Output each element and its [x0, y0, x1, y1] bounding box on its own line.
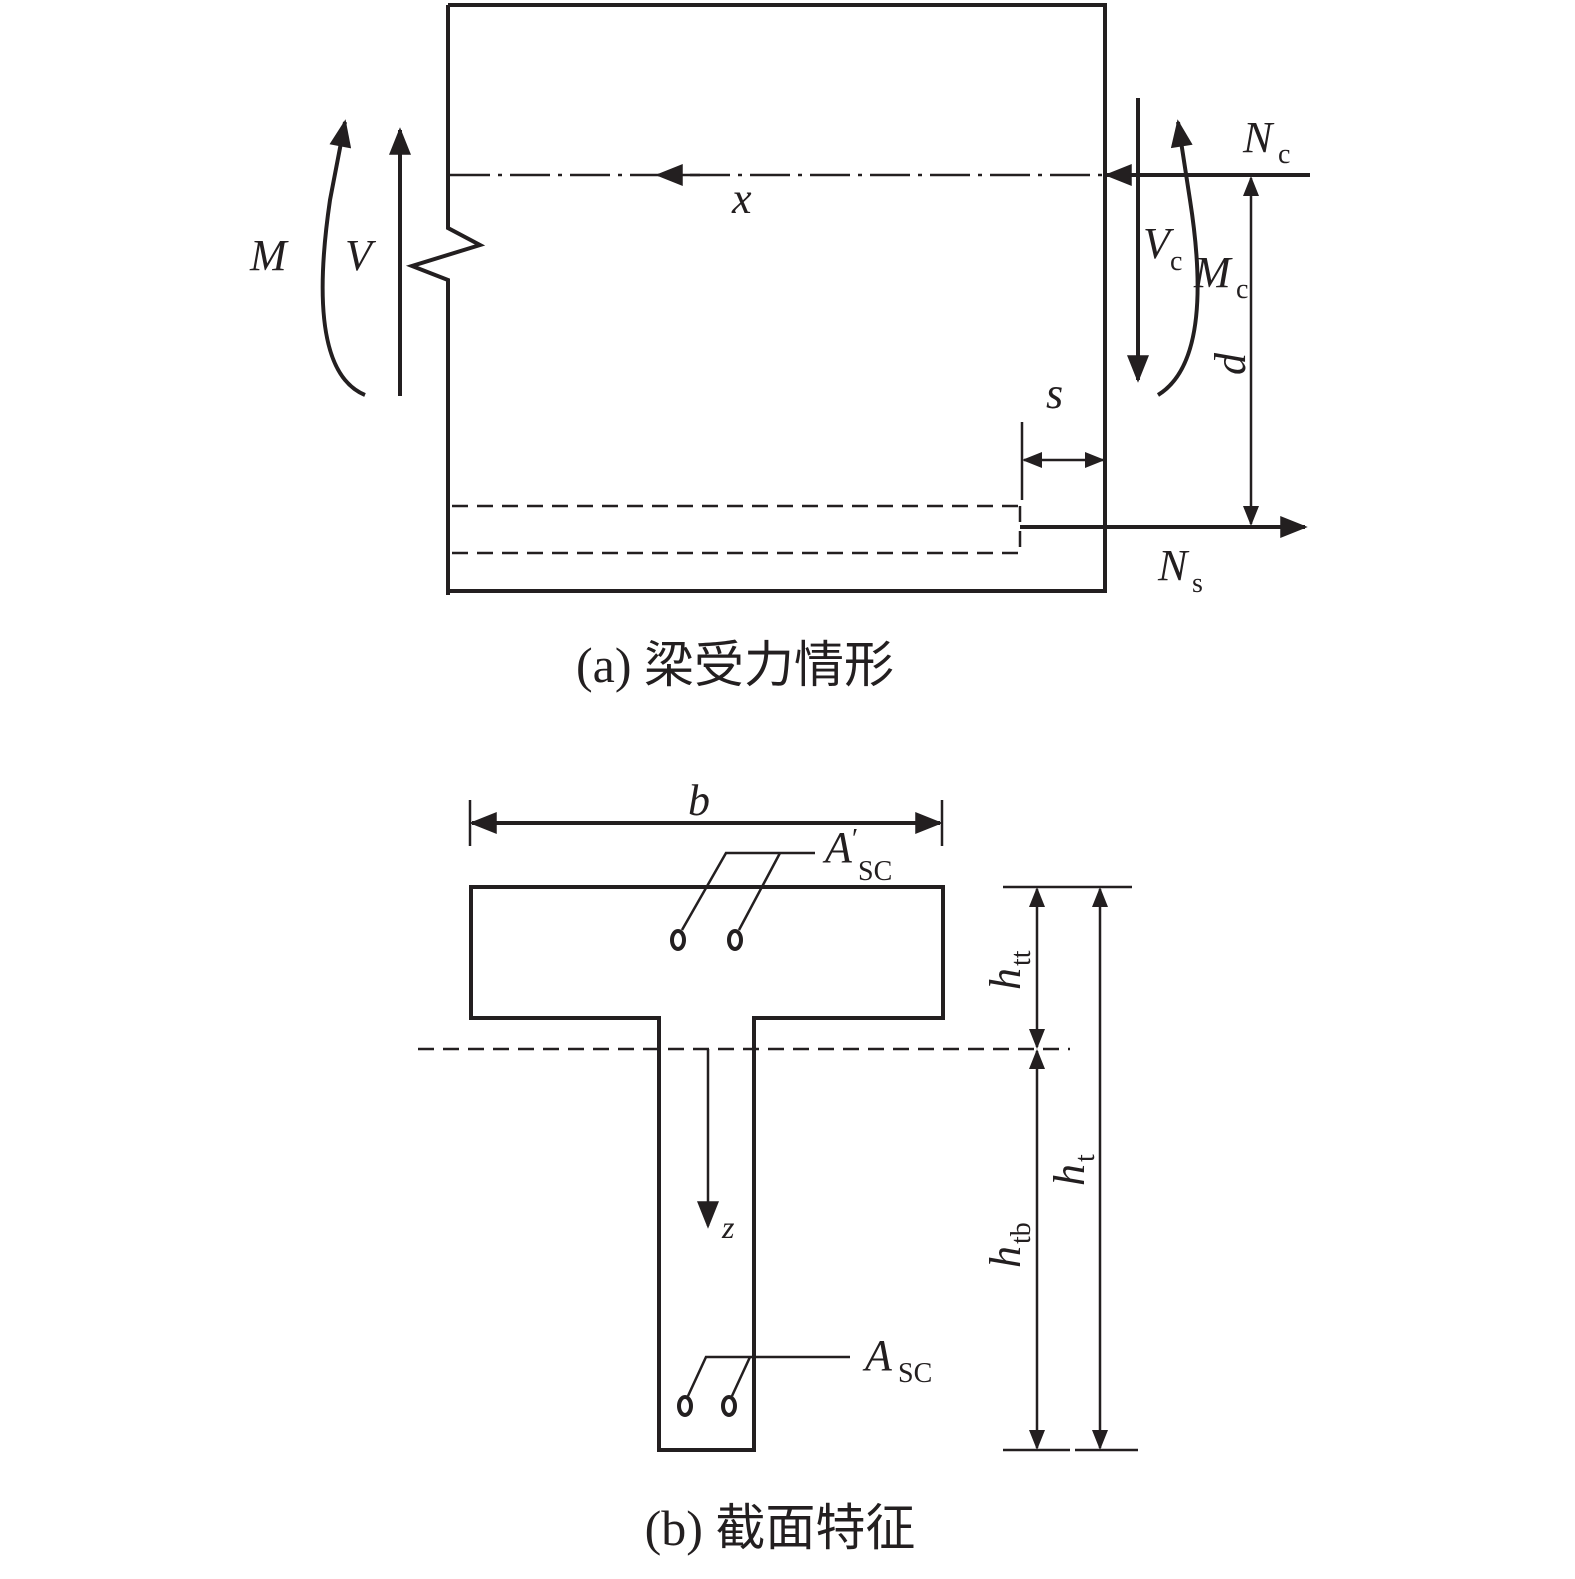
caption-b: (b) 截面特征 — [645, 1500, 916, 1556]
label-htt-sub: tt — [1006, 950, 1037, 966]
label-htb-sub: tb — [1006, 1222, 1037, 1244]
label-mc-sub: c — [1236, 274, 1248, 305]
label-vc-sub: c — [1170, 246, 1182, 277]
label-ns-sub: s — [1192, 568, 1203, 599]
beam-outline — [405, 3, 1107, 595]
label-x: x — [731, 174, 752, 223]
label-ht-sub: t — [1070, 1154, 1101, 1162]
label-ht: h — [1045, 1164, 1094, 1186]
label-s: s — [1046, 369, 1063, 418]
label-nc-sub: c — [1278, 139, 1290, 170]
label-d: d — [1206, 352, 1255, 375]
top-rebar-circle — [727, 929, 743, 951]
label-htb: h — [981, 1246, 1030, 1268]
mc-moment-arrow — [1156, 119, 1200, 397]
top-rebar-circle — [670, 929, 686, 951]
panel-b-section: b z A ′ SC A SC h tt h tb — [418, 776, 1138, 1556]
label-asc-top-sub: SC — [858, 856, 892, 887]
bottom-rebar-circle — [677, 1395, 693, 1417]
t-section-outline — [469, 885, 945, 1452]
label-z: z — [721, 1209, 735, 1245]
bottom-rebar-leader — [686, 1355, 850, 1397]
label-ns: N — [1157, 541, 1190, 590]
label-b: b — [688, 776, 710, 825]
label-asc-bottom-sub: SC — [898, 1358, 932, 1389]
label-mc: M — [1193, 248, 1233, 297]
label-asc-top: A — [822, 823, 853, 872]
label-nc: N — [1242, 113, 1275, 162]
label-asc-bottom: A — [862, 1331, 893, 1380]
top-rebar-leader — [680, 851, 815, 931]
label-v: V — [345, 231, 377, 280]
label-m: M — [249, 231, 289, 280]
label-htt: h — [981, 968, 1030, 990]
m-moment-arrow — [320, 119, 366, 397]
panel-a-beam-forces: x s N s N c V c M c d M V (a) 梁受力情形 — [249, 3, 1310, 693]
caption-a: (a) 梁受力情形 — [576, 637, 894, 693]
label-asc-top-prime: ′ — [852, 824, 858, 855]
bottom-rebar-circle — [721, 1395, 737, 1417]
label-vc: V — [1143, 219, 1175, 268]
